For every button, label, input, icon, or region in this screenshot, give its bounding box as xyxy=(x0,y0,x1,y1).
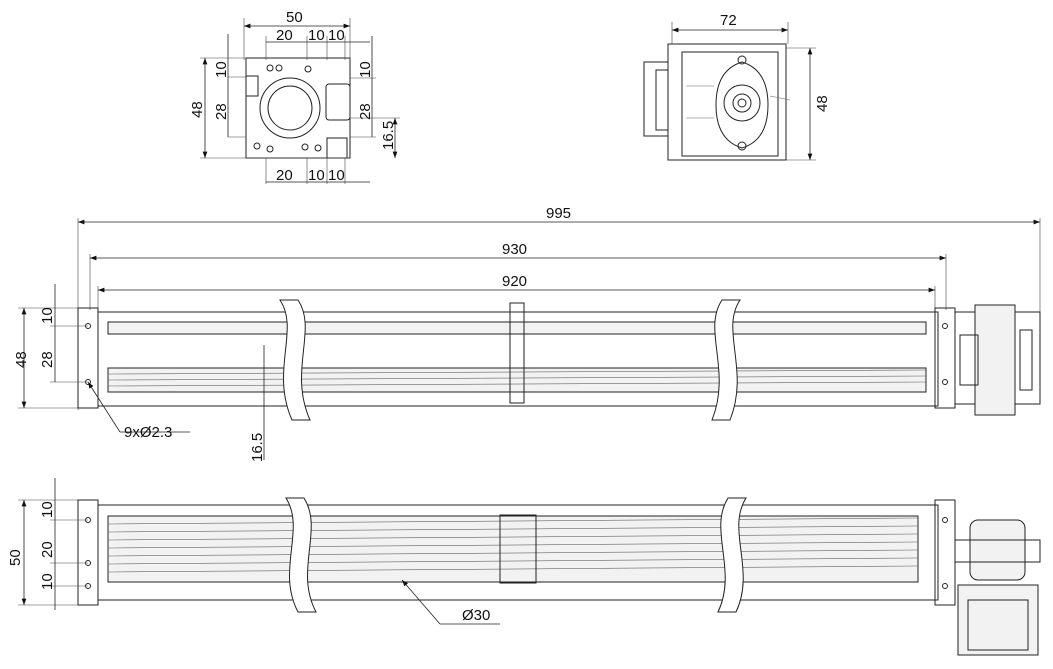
dim-height: 48 xyxy=(189,101,206,118)
dim-top-hole-a: 10 xyxy=(39,501,56,518)
dim-top-height: 50 xyxy=(7,549,24,566)
dim-right-c: 16.5 xyxy=(380,121,397,150)
dim-mid-length: 930 xyxy=(502,241,527,258)
side-view: 995 930 920 48 10 28 9xØ2.3 16.5 xyxy=(13,205,1041,462)
top-view: 50 10 20 10 Ø30 xyxy=(7,478,1041,656)
dim-right-a: 10 xyxy=(357,61,374,78)
dim-right-b: 28 xyxy=(357,103,374,120)
dim-top-b: 10 xyxy=(308,27,325,44)
dim-motor-height: 48 xyxy=(814,95,831,112)
dim-inner-length: 920 xyxy=(502,273,527,290)
dim-bottom-a: 20 xyxy=(276,167,293,184)
dim-bottom-b: 10 xyxy=(308,167,325,184)
rotor-diameter-label: Ø30 xyxy=(462,607,490,624)
holes-label: 9xØ2.3 xyxy=(124,424,172,441)
dim-top-a: 20 xyxy=(276,27,293,44)
dim-side-hole-a: 10 xyxy=(39,307,56,324)
dim-left-b: 28 xyxy=(213,103,230,120)
end-view: 50 20 10 10 20 10 10 48 10 28 10 28 16.5 xyxy=(189,9,400,184)
dim-overall-length: 995 xyxy=(546,205,571,222)
dim-side-offset: 16.5 xyxy=(249,433,266,462)
motor-view: 72 48 xyxy=(643,12,831,161)
dim-side-height: 48 xyxy=(13,351,30,368)
dim-top-c: 10 xyxy=(328,27,345,44)
dim-bottom-c: 10 xyxy=(328,167,345,184)
dim-motor-width: 72 xyxy=(720,12,737,29)
dim-top-hole-b: 20 xyxy=(39,541,56,558)
dim-width: 50 xyxy=(286,9,303,26)
dim-side-hole-b: 28 xyxy=(39,351,56,368)
dim-left-a: 10 xyxy=(213,61,230,78)
dim-top-hole-c: 10 xyxy=(39,573,56,590)
